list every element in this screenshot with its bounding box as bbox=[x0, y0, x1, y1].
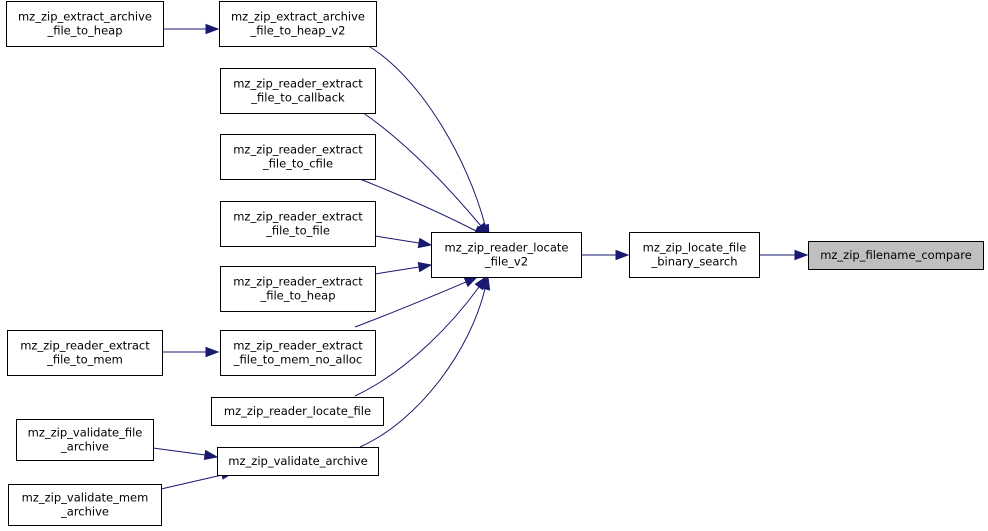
node-label: mz_zip_reader_extract bbox=[233, 339, 363, 353]
node-box bbox=[219, 1, 377, 47]
node-label: mz_zip_reader_locate_file bbox=[224, 404, 371, 418]
node-box bbox=[16, 419, 154, 461]
node-validate-archive[interactable]: mz_zip_validate_archive bbox=[217, 447, 379, 476]
edge-extract-heap-to-extract-heap-v2 bbox=[163, 23, 220, 35]
node-label: _file_to_cfile bbox=[262, 157, 333, 171]
node-label: _file_to_heap_v2 bbox=[250, 24, 346, 38]
edge-locate-file-v2-to-binary-search bbox=[581, 249, 630, 261]
edge-to-file-to-locate-file-v2 bbox=[374, 235, 433, 249]
edge-validate-file-archive-to-validate-archive bbox=[152, 447, 219, 461]
node-label: mz_zip_locate_file bbox=[643, 241, 747, 255]
node-label: mz_zip_extract_archive bbox=[18, 10, 152, 24]
node-box bbox=[220, 68, 376, 114]
edge-to-heap-to-locate-file-v2 bbox=[374, 261, 433, 275]
edge-to-callback-to-locate-file-v2 bbox=[361, 111, 490, 238]
node-box bbox=[211, 397, 384, 426]
node-extract-heap-v2[interactable]: mz_zip_extract_archive_file_to_heap_v2 bbox=[219, 1, 377, 47]
node-label: _file_to_file bbox=[265, 224, 330, 238]
node-label: mz_zip_reader_extract bbox=[233, 210, 363, 224]
node-binary-search[interactable]: mz_zip_locate_file_binary_search bbox=[629, 232, 760, 278]
node-label: mz_zip_reader_extract bbox=[233, 275, 363, 289]
node-to-file[interactable]: mz_zip_reader_extract_file_to_file bbox=[220, 201, 376, 247]
node-box bbox=[7, 330, 163, 376]
node-box bbox=[220, 330, 376, 376]
node-label: _archive bbox=[60, 440, 109, 454]
node-label: mz_zip_reader_locate bbox=[445, 241, 569, 255]
node-label: mz_zip_filename_compare bbox=[820, 248, 972, 262]
edge-binary-search-to-filename-compare bbox=[759, 249, 809, 261]
node-box bbox=[217, 447, 379, 476]
node-box bbox=[220, 134, 376, 180]
node-label: _file_v2 bbox=[484, 255, 528, 269]
node-label: _file_to_mem_no_alloc bbox=[233, 353, 362, 367]
node-label: _file_to_callback bbox=[250, 91, 345, 105]
node-box bbox=[220, 266, 376, 312]
node-box bbox=[629, 232, 760, 278]
node-locate-file[interactable]: mz_zip_reader_locate_file bbox=[211, 397, 384, 426]
node-validate-mem-archive[interactable]: mz_zip_validate_mem_archive bbox=[8, 484, 162, 526]
node-label: _file_to_heap bbox=[46, 24, 122, 38]
node-to-mem-no-alloc[interactable]: mz_zip_reader_extract_file_to_mem_no_all… bbox=[220, 330, 376, 376]
node-to-callback[interactable]: mz_zip_reader_extract_file_to_callback bbox=[220, 68, 376, 114]
node-label: mz_zip_reader_extract bbox=[20, 339, 150, 353]
node-box bbox=[220, 201, 376, 247]
node-locate-file-v2[interactable]: mz_zip_reader_locate_file_v2 bbox=[431, 232, 582, 278]
node-label: _archive bbox=[60, 505, 109, 519]
node-validate-file-archive[interactable]: mz_zip_validate_file_archive bbox=[16, 419, 154, 461]
node-label: mz_zip_reader_extract bbox=[233, 77, 363, 91]
node-to-mem[interactable]: mz_zip_reader_extract_file_to_mem bbox=[7, 330, 163, 376]
node-label: mz_zip_validate_file bbox=[28, 426, 143, 440]
node-label: _binary_search bbox=[650, 255, 737, 269]
node-to-cfile[interactable]: mz_zip_reader_extract_file_to_cfile bbox=[220, 134, 376, 180]
edge-extract-heap-v2-to-locate-file-v2 bbox=[364, 43, 490, 239]
node-box bbox=[808, 241, 984, 270]
node-label: mz_zip_extract_archive bbox=[231, 10, 365, 24]
node-label: mz_zip_validate_mem bbox=[22, 491, 149, 505]
node-box bbox=[8, 484, 162, 526]
node-label: _file_to_mem bbox=[46, 353, 123, 367]
edge-to-mem-to-to-mem-no-alloc bbox=[162, 346, 220, 358]
node-extract-heap[interactable]: mz_zip_extract_archive_file_to_heap bbox=[6, 1, 164, 47]
node-filename-compare[interactable]: mz_zip_filename_compare bbox=[808, 241, 984, 270]
node-box bbox=[6, 1, 164, 47]
node-label: mz_zip_reader_extract bbox=[233, 143, 363, 157]
node-label: _file_to_heap bbox=[259, 289, 335, 303]
node-box bbox=[431, 232, 582, 278]
node-to-heap[interactable]: mz_zip_reader_extract_file_to_heap bbox=[220, 266, 376, 312]
nodes: mz_zip_extract_archive_file_to_heapmz_zi… bbox=[6, 1, 984, 526]
edge-validate-archive-to-locate-file-v2 bbox=[359, 275, 491, 448]
node-label: mz_zip_validate_archive bbox=[228, 454, 367, 468]
